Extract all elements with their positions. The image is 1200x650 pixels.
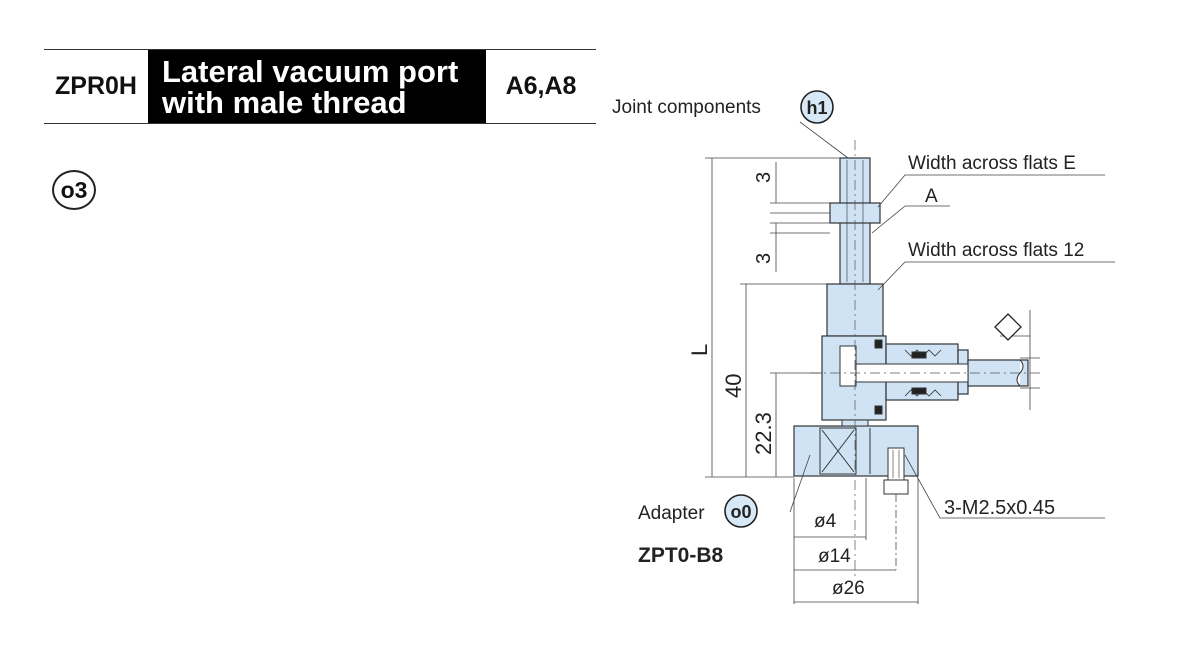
product-title-line-1: Lateral vacuum port [162,54,459,89]
flats-e-label: Width across flats E [908,153,1076,174]
dia-4-label: ø4 [814,511,837,532]
dimension-lines [705,121,1115,604]
dim-3-bottom: 3 [753,253,775,264]
product-title-line-2: with male thread [162,85,407,120]
adapter-badge: o0 [730,502,751,522]
dia-26-label: ø26 [832,578,865,599]
option-badge: o3 [52,170,96,210]
port-size-symbol [994,313,1022,341]
product-title: Lateral vacuum port with male thread [148,50,486,123]
joint-components-label: Joint components [612,97,761,118]
dim-l-label: L [687,344,712,356]
dia-14-label: ø14 [818,546,851,567]
adapter-label: Adapter [638,503,705,524]
joint-badge: h1 [806,98,827,118]
joint-badge-circle [800,90,834,124]
dim-a-label: A [925,186,938,207]
adapter-badge-circle [724,494,758,528]
pad-sizes: A6,A8 [505,72,577,100]
adapter-part-number: ZPT0-B8 [638,544,724,567]
dim-3-top: 3 [753,172,775,183]
dim-22-3-label: 22.3 [751,412,776,455]
flats-12-label: Width across flats 12 [908,240,1084,261]
header-top-rule [44,49,596,50]
header-bottom-rule [44,123,596,124]
model-code: ZPR0H [55,72,137,100]
screw-spec-label: 3-M2.5x0.45 [944,497,1055,519]
dim-40-label: 40 [721,374,746,398]
